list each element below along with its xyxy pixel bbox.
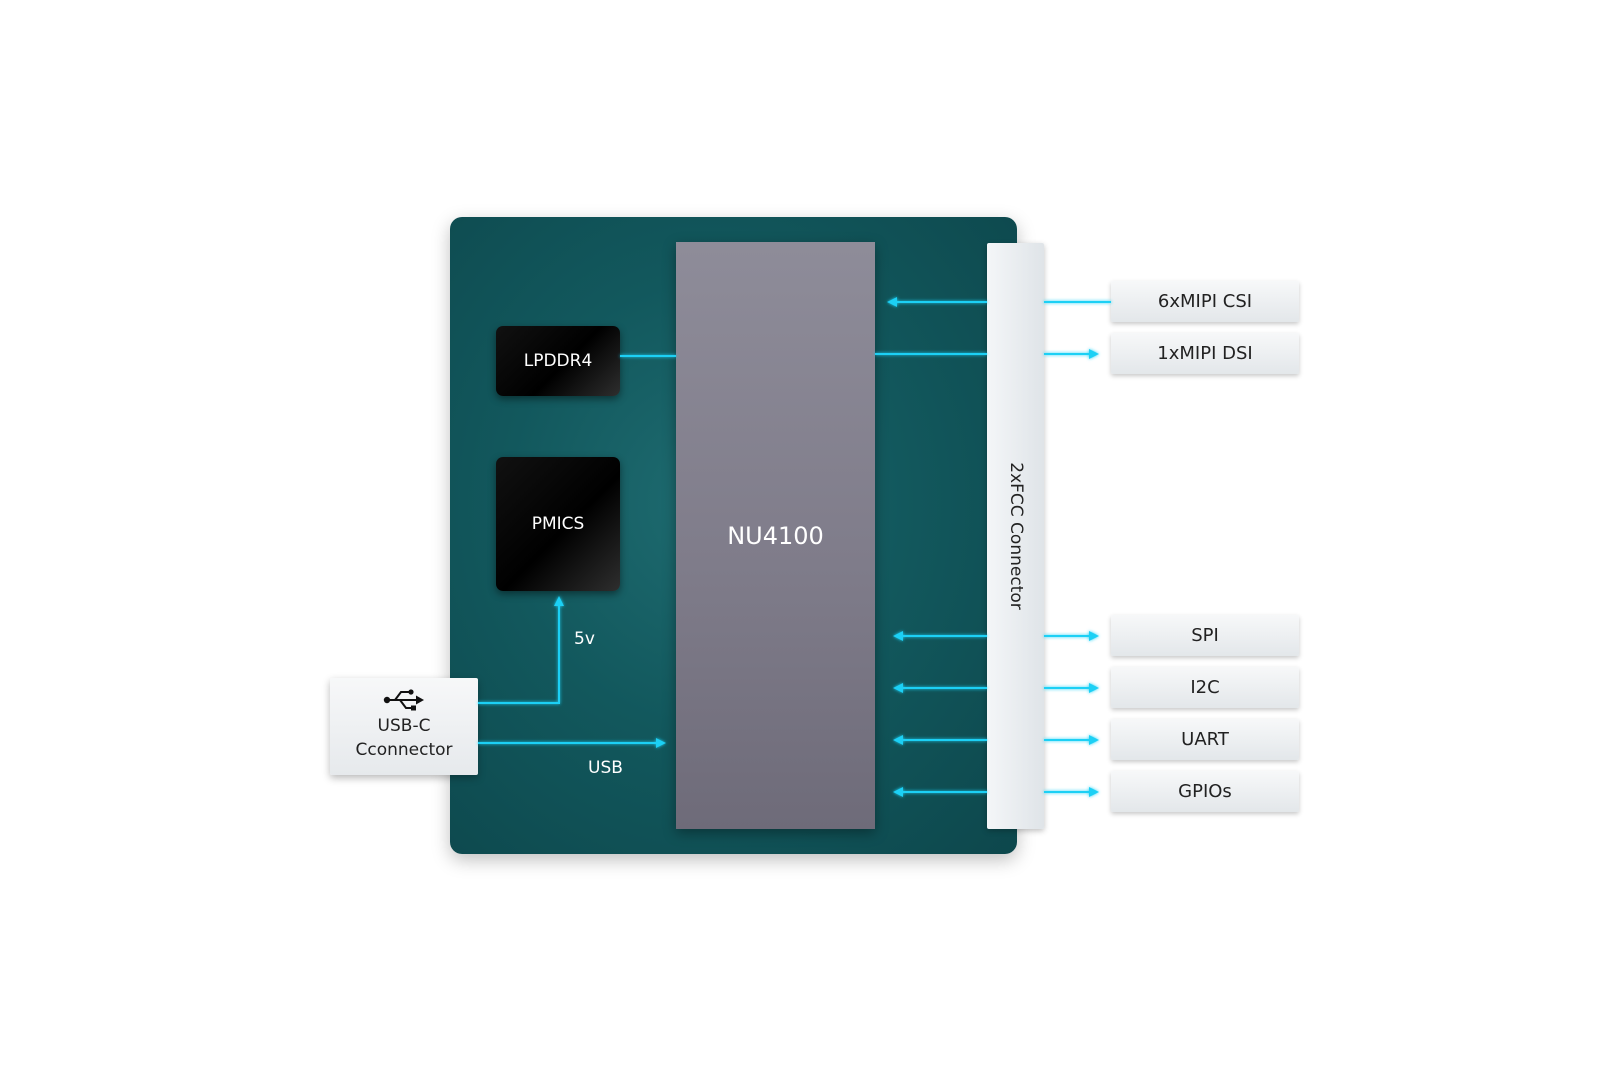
nu4100-label: NU4100	[727, 521, 824, 550]
nu4100-processor: NU4100	[676, 242, 875, 829]
interface-spi: SPI	[1111, 615, 1299, 656]
interface-label: GPIOs	[1178, 781, 1232, 802]
interface-label: 6xMIPI CSI	[1157, 291, 1253, 312]
power-5v-label: 5v	[574, 629, 595, 649]
interface-label: 1xMIPI DSI	[1157, 343, 1253, 364]
interface-mipi-dsi: 1xMIPI DSI	[1111, 333, 1299, 374]
pmics-label: PMICS	[531, 514, 585, 534]
usb-c-label: USB-C	[377, 716, 431, 736]
fcc-connector: 2xFCC Connector	[987, 243, 1044, 829]
interface-mipi-csi: 6xMIPI CSI	[1111, 281, 1299, 322]
interface-uart: UART	[1111, 719, 1299, 760]
lpddr4-chip: LPDDR4	[496, 326, 620, 396]
interface-label: UART	[1181, 729, 1229, 750]
usb-signal-label: USB	[588, 758, 623, 778]
interface-label: I2C	[1190, 677, 1220, 698]
interface-gpios: GPIOs	[1111, 771, 1299, 812]
lpddr4-label: LPDDR4	[523, 351, 593, 371]
usb-icon	[383, 689, 424, 711]
interface-label: SPI	[1191, 625, 1219, 646]
interface-i2c: I2C	[1111, 667, 1299, 708]
usb-c-connector: USB-C Cconnector	[330, 678, 478, 775]
usb-c-label-2: Cconnector	[355, 740, 453, 760]
fcc-connector-label: 2xFCC Connector	[1005, 462, 1026, 610]
pmics-chip: PMICS	[496, 457, 620, 591]
